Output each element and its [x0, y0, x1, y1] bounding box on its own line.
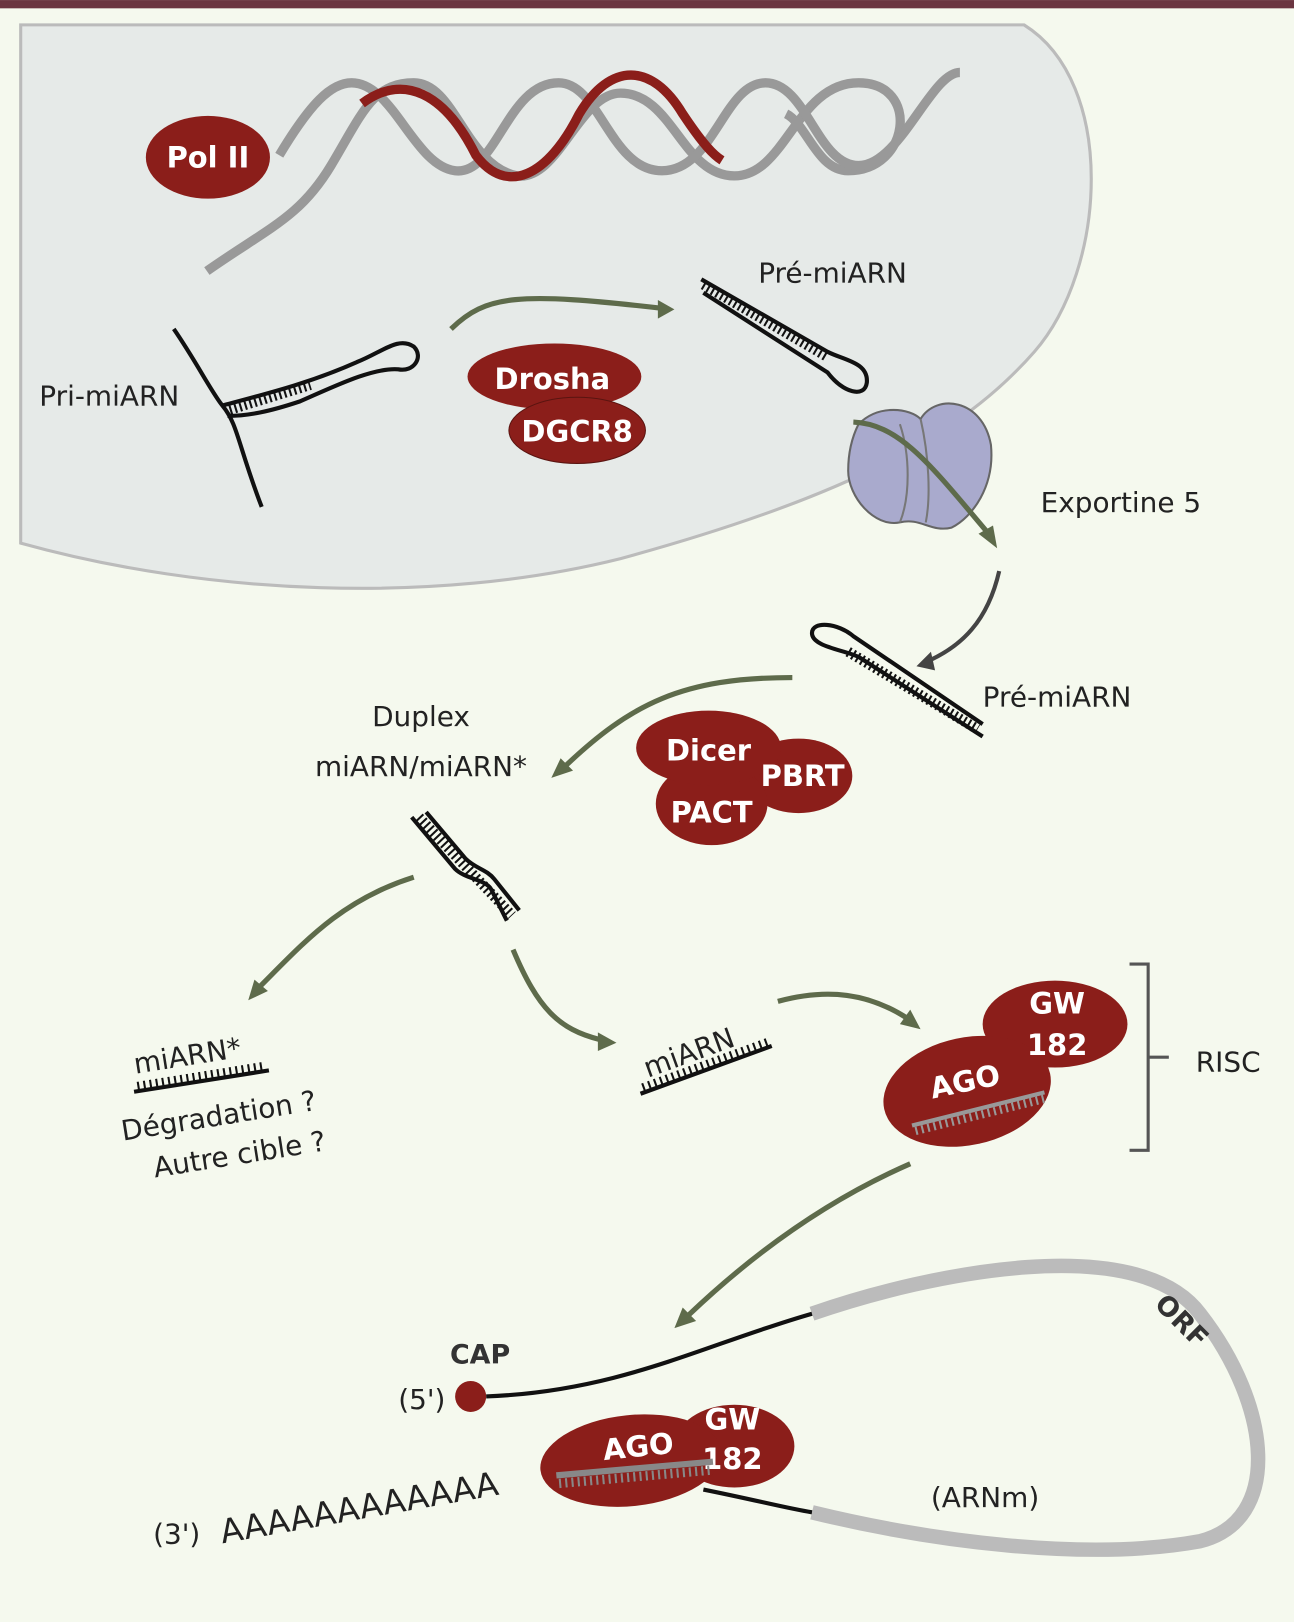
dicer-complex: Dicer PBRT PACT	[636, 710, 853, 846]
arrow-mirna	[510, 948, 601, 1043]
gw2-label-line1: GW	[704, 1403, 760, 1437]
arrowhead	[899, 1009, 921, 1030]
pre-mirna-cytoplasm: Pré-miARN	[809, 622, 1132, 739]
top-bar	[0, 0, 1294, 9]
pact-label: PACT	[671, 795, 753, 829]
dgcr8-protein: DGCR8	[508, 396, 646, 464]
pre-mirna-cyto-label: Pré-miARN	[983, 681, 1132, 714]
arnm-label: (ARNm)	[931, 1481, 1039, 1514]
arrowhead	[674, 1307, 697, 1329]
drosha-label: Drosha	[495, 362, 611, 396]
pre-mirna-nucleus-label: Pré-miARN	[758, 256, 907, 289]
dgcr8-label: DGCR8	[521, 415, 633, 449]
exportine-label: Exportine 5	[1041, 486, 1202, 519]
dicer-label: Dicer	[666, 733, 752, 767]
cap-label: CAP	[450, 1339, 510, 1370]
pre-mirna-nucleus: Pré-miARN	[700, 256, 907, 394]
duplex-label-line2: miARN/miARN*	[315, 750, 527, 783]
arrow-export	[853, 419, 990, 535]
pri-mirna-structure: Pri-miARN	[39, 327, 420, 508]
arrowhead	[597, 1032, 617, 1051]
ago-gw182-bound: GW 182 AGO	[540, 1403, 795, 1507]
arrow-risc	[777, 991, 910, 1022]
arrowhead	[978, 525, 998, 549]
duplex-label-line1: Duplex	[372, 700, 470, 733]
three-prime-label: (3')	[153, 1517, 200, 1550]
pri-mirna-label: Pri-miARN	[39, 380, 179, 413]
arrow-mirna-star	[256, 874, 415, 990]
pol2-label: Pol II	[167, 141, 250, 175]
risc-complex: GW 182 AGO	[883, 980, 1128, 1147]
gw-label-line1: GW	[1029, 987, 1085, 1021]
arrowhead	[551, 758, 574, 778]
risc-bracket	[1129, 962, 1169, 1152]
arrowhead	[657, 300, 675, 319]
drosha-protein: Drosha	[467, 343, 642, 410]
gw-label-line2: 182	[1027, 1028, 1087, 1062]
dna-helix	[204, 67, 961, 275]
arrowhead	[248, 979, 268, 1001]
pbrt-label: PBRT	[761, 759, 845, 793]
mirna-duplex	[410, 810, 521, 922]
arrowhead	[916, 651, 936, 671]
arrow-cyto	[924, 570, 1002, 664]
arrow-mrna	[686, 1161, 912, 1318]
cap	[455, 1380, 487, 1412]
nucleus	[19, 23, 1093, 590]
arrow-drosha	[449, 295, 663, 331]
pol2-protein: Pol II	[145, 115, 270, 199]
ago2-label: AGO	[601, 1426, 675, 1467]
risc-label: RISC	[1196, 1046, 1261, 1079]
mrna	[455, 1258, 1266, 1557]
arrow-dicer	[561, 674, 793, 770]
five-prime-label: (5')	[398, 1383, 445, 1416]
